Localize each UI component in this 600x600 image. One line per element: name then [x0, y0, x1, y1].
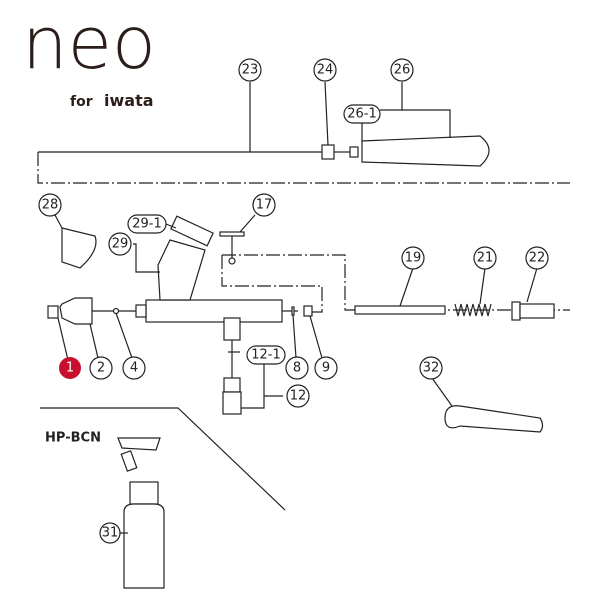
- spring-guide-22: [511, 301, 521, 321]
- label-26: 26: [394, 63, 411, 78]
- o-ring-8: [291, 306, 295, 316]
- label-28: 28: [42, 198, 59, 213]
- label-4: 4: [130, 361, 138, 376]
- label-24: 24: [317, 63, 334, 78]
- cup-lid-29-1: [170, 215, 214, 247]
- needle-chucking-nut-24: [321, 144, 335, 160]
- valve-body: [223, 317, 241, 341]
- label-22: 22: [529, 251, 546, 266]
- nozzle-cap-2: [59, 297, 93, 325]
- valve-12: [223, 377, 241, 393]
- part-9: [303, 305, 313, 317]
- handle-26: [361, 135, 490, 167]
- label-19: 19: [405, 251, 422, 266]
- needle-cap-1: [47, 305, 59, 319]
- logo-sub-prefix: for: [70, 94, 93, 110]
- label-1-highlighted: 1: [66, 361, 74, 376]
- assembly-line-top: [37, 152, 570, 184]
- label-29: 29: [112, 237, 129, 252]
- bottle-31: [123, 503, 165, 589]
- label-12: 12: [290, 389, 307, 404]
- label-21: 21: [477, 251, 494, 266]
- trigger-17: [219, 231, 245, 237]
- label-2: 2: [97, 361, 105, 376]
- label-26-1: 26-1: [347, 107, 377, 122]
- part-labels: 23 24 26 26-1 28 29-1 29 17 19 21 22 1 2…: [38, 58, 549, 544]
- bottle-kit-label: HP-BCN: [45, 431, 101, 446]
- label-12-1: 12-1: [251, 348, 281, 363]
- label-29-1: 29-1: [132, 217, 162, 232]
- spring-21: [454, 303, 492, 317]
- nozzle-4: [112, 307, 120, 315]
- label-9: 9: [322, 361, 330, 376]
- label-23: 23: [242, 63, 259, 78]
- logo-brand: neo: [22, 1, 156, 85]
- logo-sub-brand: iwata: [104, 91, 154, 110]
- assembly-line-rear: [222, 254, 570, 311]
- head-cap-28: [61, 227, 97, 269]
- bottle-cap-31: [129, 481, 159, 505]
- label-8: 8: [293, 361, 301, 376]
- neo-logo: neo for iwata: [22, 1, 156, 110]
- body: [145, 299, 283, 323]
- wrench-32: [444, 405, 544, 433]
- handle-part-26-1: [349, 146, 359, 158]
- valve-bottom: [222, 391, 242, 415]
- label-31: 31: [102, 526, 119, 541]
- color-cup-29: [157, 239, 206, 301]
- section-divider: [40, 407, 286, 511]
- bottle-cap-part: [117, 437, 161, 451]
- label-17: 17: [256, 198, 273, 213]
- label-32: 32: [423, 361, 440, 376]
- needle-guide-19: [354, 305, 446, 315]
